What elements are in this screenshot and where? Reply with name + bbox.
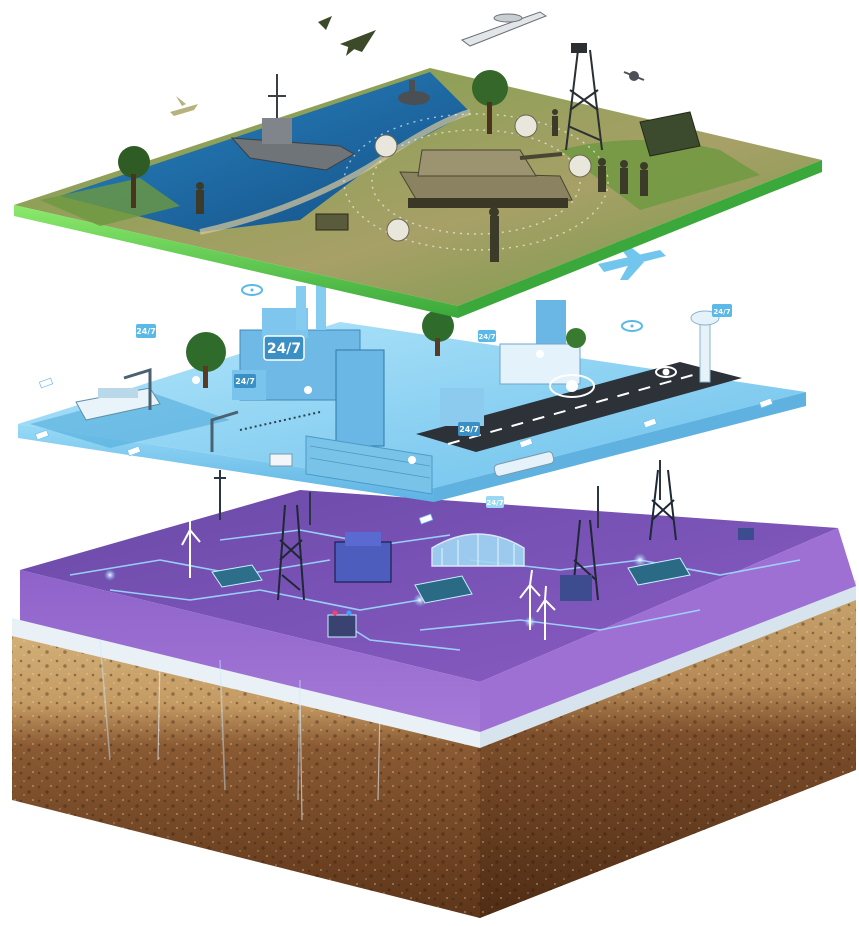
- fence: [239, 411, 321, 431]
- svg-text:24/7: 24/7: [486, 499, 503, 507]
- badge-24-7: 24/7: [478, 330, 496, 342]
- lattice-tower-icon: [277, 469, 677, 601]
- tank-icon: [399, 149, 573, 208]
- greenhouse-icon: [431, 533, 525, 567]
- svg-text:24/7: 24/7: [459, 425, 479, 434]
- awacs-aircraft-icon: [460, 11, 548, 47]
- security-wall: [305, 435, 433, 495]
- tree-icon: [186, 310, 586, 388]
- fighter-jet-icon: [318, 16, 376, 56]
- solar-panel-icon: [211, 557, 691, 604]
- circuit-line-icon: [69, 529, 801, 801]
- badge-24-7: 24/7: [712, 304, 732, 317]
- soil-speckle-front: [12, 622, 480, 918]
- train-icon: [493, 451, 555, 477]
- cctv-camera-icon: [34, 377, 774, 525]
- crane-icon: [123, 367, 239, 452]
- badge-24-7: 24/7: [458, 422, 480, 436]
- harbor-water: [30, 392, 230, 448]
- badge-24-7: 24/7: [486, 496, 504, 508]
- badge-24-7: 24/7: [263, 335, 305, 361]
- grass-patch: [40, 178, 180, 226]
- svg-text:24/7: 24/7: [713, 308, 730, 316]
- drone-icon: [170, 71, 645, 116]
- cargo-ship-icon: [75, 387, 161, 421]
- svg-text:24/7: 24/7: [267, 341, 301, 357]
- transformer-icon: [334, 528, 754, 601]
- battery-icon: [327, 610, 357, 638]
- svg-text:24/7: 24/7: [136, 327, 156, 336]
- launcher-icon: [639, 111, 701, 157]
- urban-layer: 24/7 24/7 24/7 24/7 24/7 24/7: [18, 280, 806, 525]
- monitoring-badges: 24/7 24/7 24/7 24/7 24/7 24/7: [136, 304, 732, 508]
- urban-side-edge: [434, 392, 806, 502]
- badge-24-7: 24/7: [234, 374, 256, 388]
- security-guard-icon: [192, 348, 766, 464]
- cell-tower-icon: [214, 470, 226, 506]
- wind-turbine-icon: [181, 515, 556, 640]
- tactical-layer: [14, 43, 822, 318]
- badge-24-7: 24/7: [136, 324, 156, 338]
- soldier-icon: [196, 109, 648, 262]
- utility-front-face: [20, 570, 480, 732]
- tactical-front-edge: [14, 205, 458, 318]
- svg-text:24/7: 24/7: [235, 377, 255, 386]
- svg-text:24/7: 24/7: [478, 333, 495, 341]
- sensor-ring: [343, 113, 609, 251]
- runway-icon: [416, 362, 742, 452]
- submarine-icon: [398, 80, 430, 105]
- destroyer-ship-icon: [230, 74, 356, 171]
- tactical-side-edge: [458, 160, 822, 318]
- light-drip: [157, 659, 381, 821]
- utility-side-face: [480, 528, 856, 732]
- bunker-icon: [374, 114, 592, 242]
- truck-icon: [269, 453, 293, 467]
- shoreline: [199, 109, 471, 235]
- grass-patch: [560, 140, 760, 210]
- utility-layer: [20, 469, 856, 801]
- ugv-robot-icon: [315, 213, 349, 231]
- soil-speckle-side: [480, 586, 856, 918]
- base-band-front: [12, 618, 480, 748]
- surveillance-eye-icon: [241, 284, 677, 398]
- radar-tower-icon: [565, 43, 603, 151]
- tree-icon: [118, 70, 508, 208]
